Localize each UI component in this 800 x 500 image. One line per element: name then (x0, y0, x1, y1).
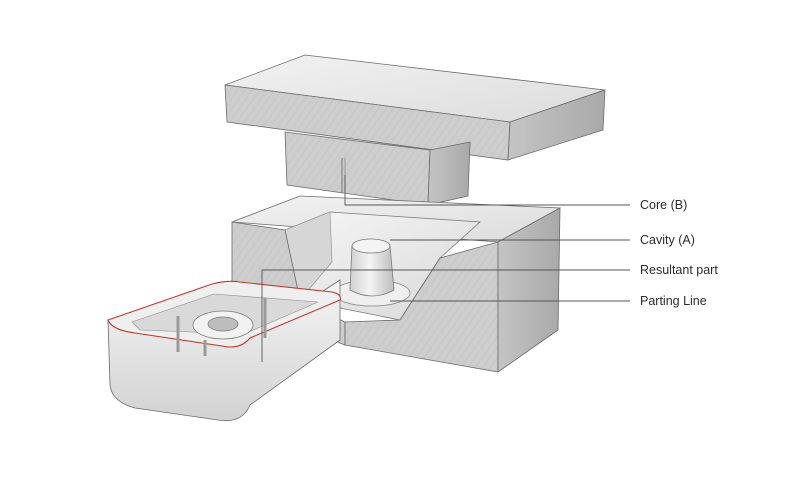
cavity-mold-half (231, 195, 562, 373)
label-core: Core (B) (640, 198, 687, 212)
cavity-boss-top (351, 238, 391, 254)
cavity-side-face (497, 207, 561, 373)
label-resultant-part: Resultant part (640, 263, 718, 277)
callout-lines (261, 175, 630, 362)
part-boss-hole (207, 316, 239, 332)
label-parting-line: Parting Line (640, 294, 707, 308)
cavity-boss (349, 245, 395, 297)
resultant-part (107, 279, 341, 422)
callout-line-resultant-part (261, 269, 630, 362)
label-cavity: Cavity (A) (640, 233, 695, 247)
core-mold-half (224, 54, 606, 206)
callout-line-core (344, 175, 630, 206)
core-plate-side-face (507, 89, 606, 161)
core-block-side-face (427, 141, 471, 206)
